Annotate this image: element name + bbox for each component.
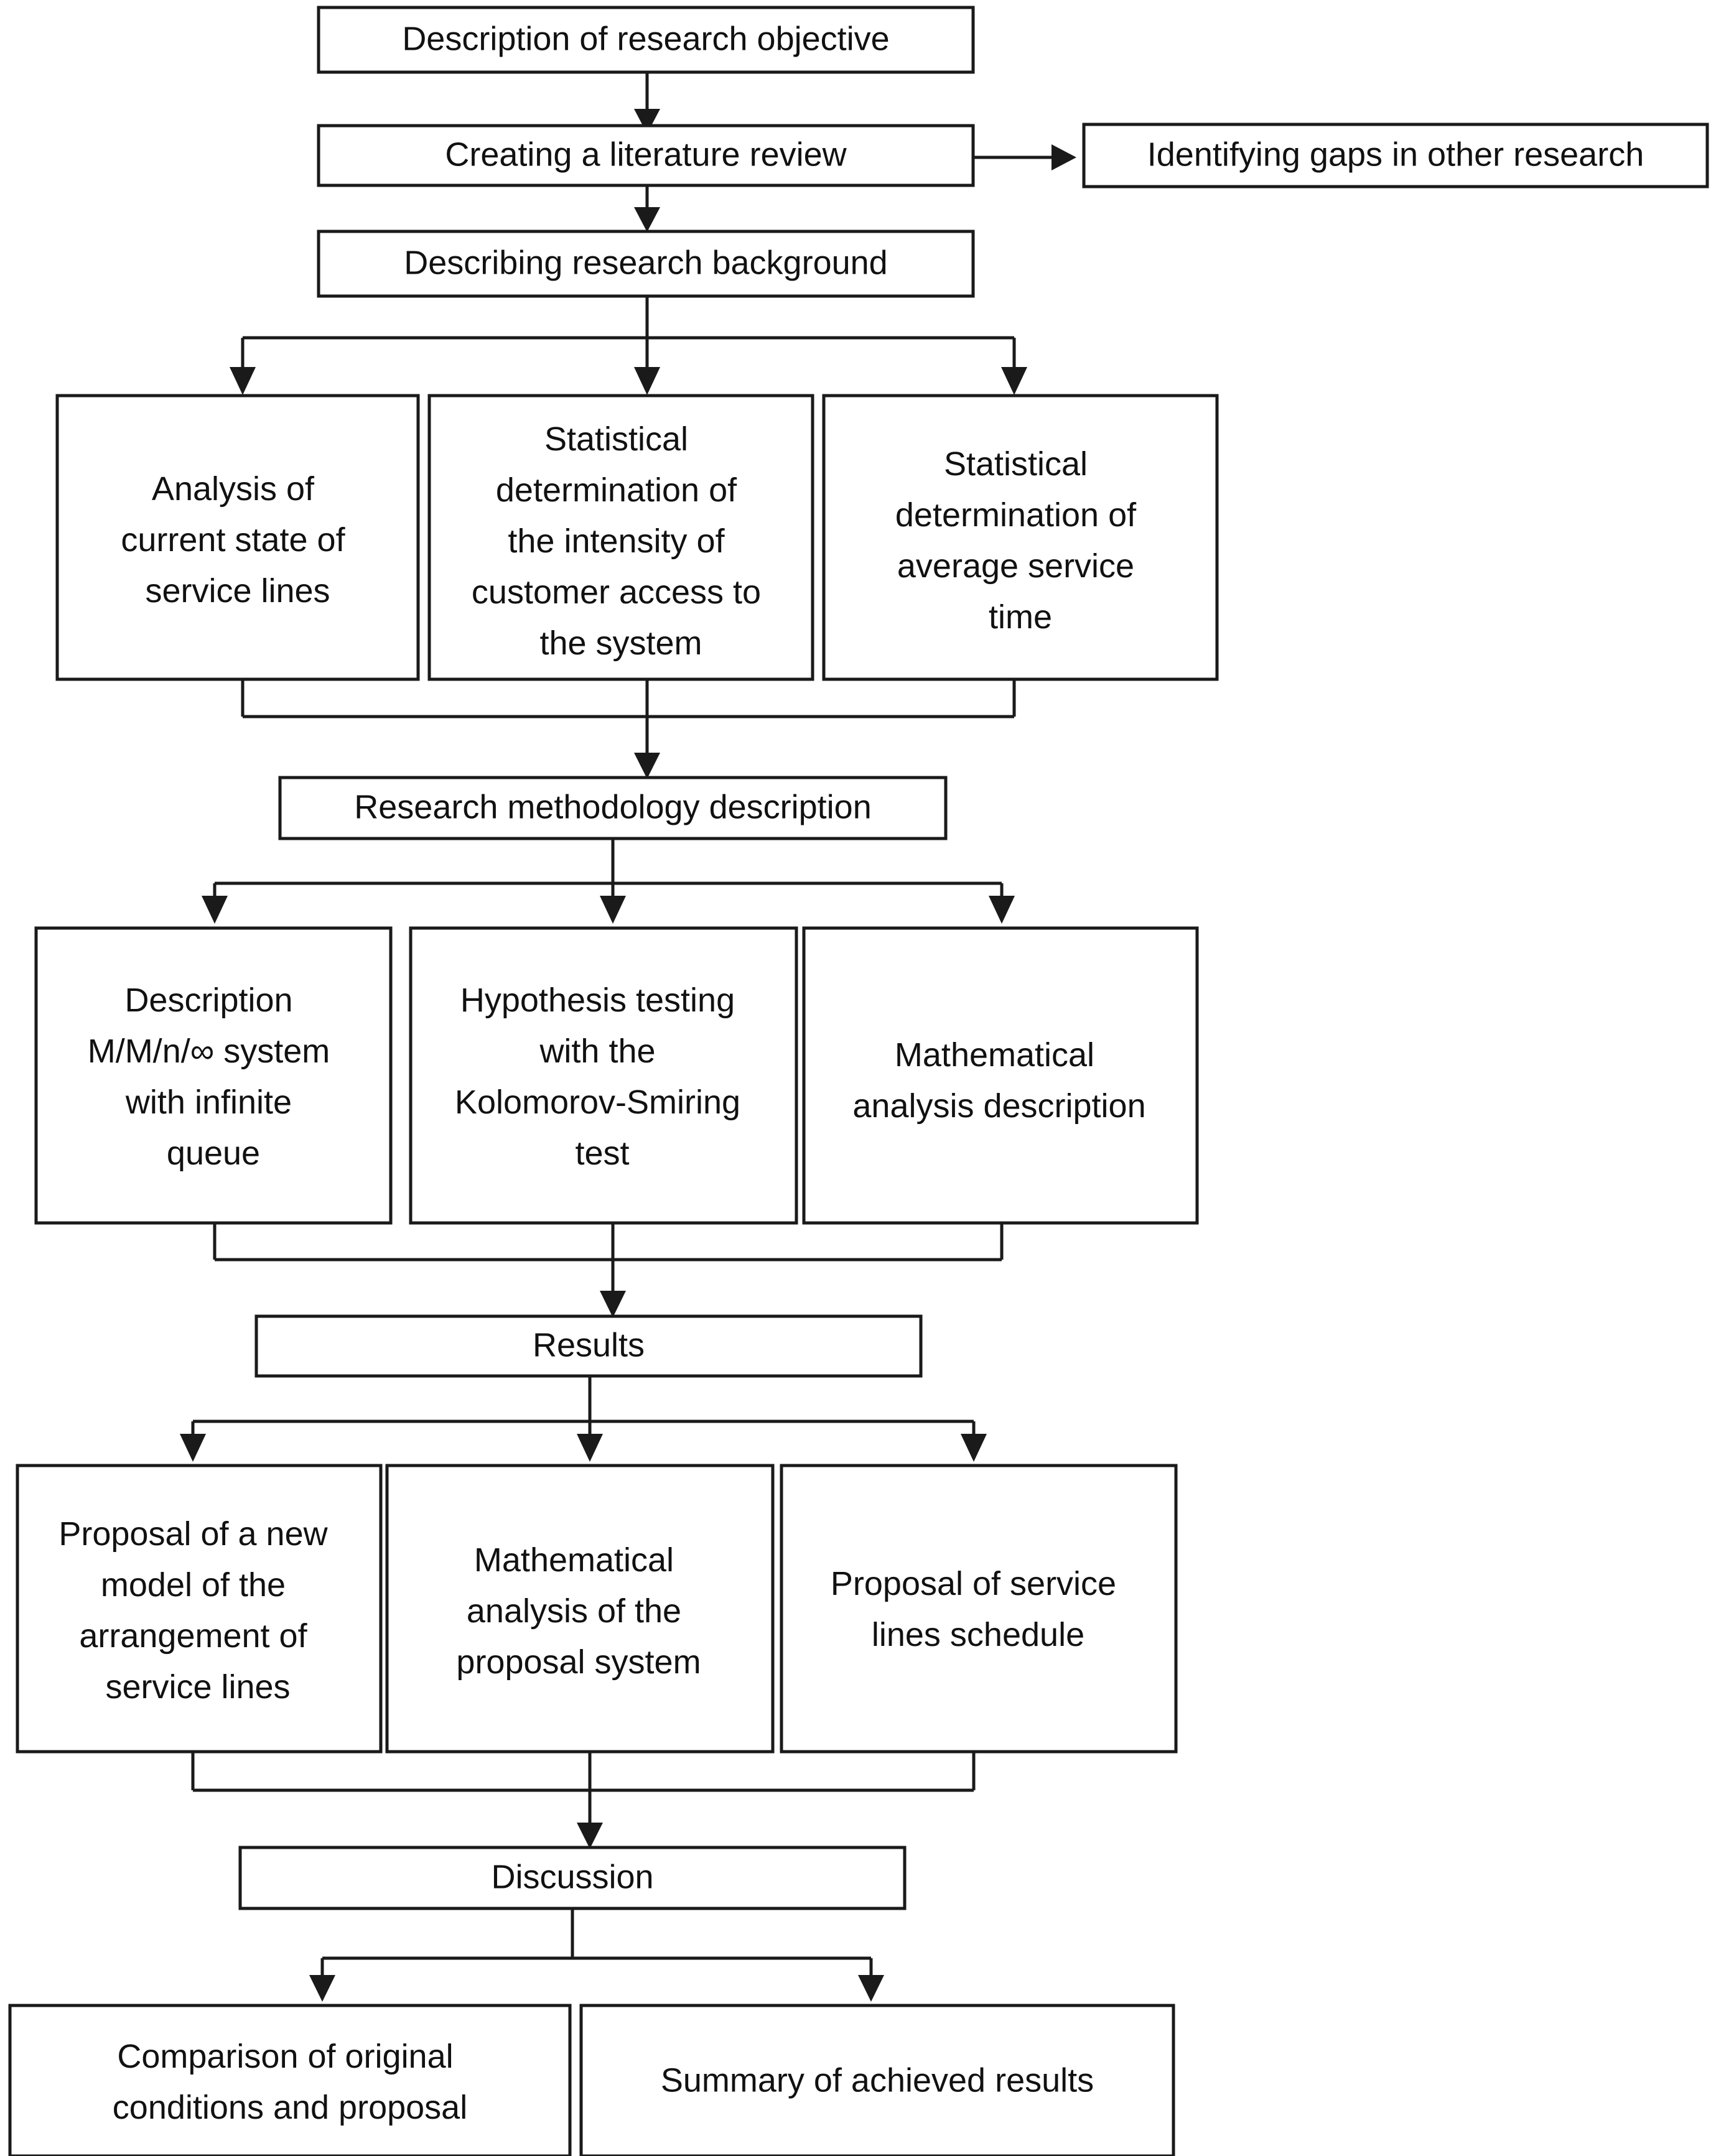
- node-label-background: Describing research background: [404, 244, 887, 281]
- node-creating-a-literature-review[interactable]: Creating a literature review: [317, 124, 975, 187]
- node-label-hypothesis: Hypothesis testing with the Kolomorov-Sm…: [455, 982, 750, 1172]
- node-comparison-of-original-conditions-and-proposal[interactable]: Comparison of original conditions and pr…: [8, 2004, 572, 2156]
- edge-discussion-fork: [309, 1908, 884, 2002]
- edge-results-fork: [180, 1376, 987, 1462]
- node-label-mmn: Description M/M/n/∞ system with infinite…: [88, 982, 340, 1172]
- node-label-proposal-schedule: Proposal of service lines schedule: [831, 1565, 1126, 1653]
- edges-layer: [180, 72, 1076, 2002]
- edge-literature-to-gaps: [972, 144, 1076, 170]
- node-label-math-analysis-desc: Mathematical analysis description: [852, 1036, 1145, 1125]
- edge-methodology-fork: [202, 837, 1015, 924]
- node-summary-of-achieved-results[interactable]: Summary of achieved results: [579, 2004, 1175, 2156]
- node-label-methodology: Research methodology description: [354, 788, 871, 825]
- node-statistical-determination-of-intensity[interactable]: Statistical determination of the intensi…: [427, 394, 814, 681]
- node-mathematical-analysis-description[interactable]: Mathematical analysis description: [802, 926, 1199, 1225]
- node-description-mmn-system-infinite-queue[interactable]: Description M/M/n/∞ system with infinite…: [34, 926, 393, 1225]
- edge-row1-merge: [241, 679, 1016, 779]
- node-label-objective: Description of research objective: [402, 20, 889, 57]
- node-label-literature: Creating a literature review: [445, 136, 847, 173]
- node-hypothesis-testing-kolomorov-smiring[interactable]: Hypothesis testing with the Kolomorov-Sm…: [409, 926, 798, 1225]
- edge-row3-merge: [191, 1751, 976, 1849]
- node-research-methodology-description[interactable]: Research methodology description: [278, 776, 948, 840]
- node-mathematical-analysis-of-proposal-system[interactable]: Mathematical analysis of the proposal sy…: [385, 1464, 775, 1754]
- edge-objective-to-literature: [634, 72, 660, 134]
- node-label-gaps: Identifying gaps in other research: [1147, 136, 1644, 173]
- node-label-proposal-model: Proposal of a new model of the arrangeme…: [58, 1515, 337, 1706]
- node-label-intensity: Statistical determination of the intensi…: [472, 421, 770, 662]
- node-identifying-gaps-in-other-research[interactable]: Identifying gaps in other research: [1082, 123, 1709, 188]
- node-analysis-of-current-state-of-service-lines[interactable]: Analysis of current state of service lin…: [55, 394, 420, 681]
- node-label-math-analysis-proposal: Mathematical analysis of the proposal sy…: [456, 1541, 701, 1681]
- node-statistical-determination-of-average-service-time[interactable]: Statistical determination of average ser…: [822, 394, 1219, 681]
- node-label-summary: Summary of achieved results: [661, 2061, 1094, 2099]
- node-discussion[interactable]: Discussion: [238, 1846, 907, 1910]
- node-label-discussion: Discussion: [491, 1858, 653, 1895]
- node-label-comparison: Comparison of original conditions and pr…: [113, 2038, 467, 2126]
- edge-literature-to-background: [634, 184, 660, 232]
- edge-background-fork: [230, 295, 1027, 395]
- node-results[interactable]: Results: [254, 1314, 923, 1378]
- node-describing-research-background[interactable]: Describing research background: [317, 230, 975, 298]
- node-proposal-of-service-lines-schedule[interactable]: Proposal of service lines schedule: [780, 1464, 1178, 1754]
- node-label-analysis-current: Analysis of current state of service lin…: [121, 470, 354, 610]
- node-label-results: Results: [533, 1326, 645, 1364]
- edge-row2-merge: [213, 1222, 1004, 1317]
- node-label-service-time: Statistical determination of average ser…: [895, 445, 1145, 636]
- node-description-of-research-objective[interactable]: Description of research objective: [317, 6, 975, 74]
- node-proposal-of-new-model-arrangement[interactable]: Proposal of a new model of the arrangeme…: [16, 1464, 383, 1754]
